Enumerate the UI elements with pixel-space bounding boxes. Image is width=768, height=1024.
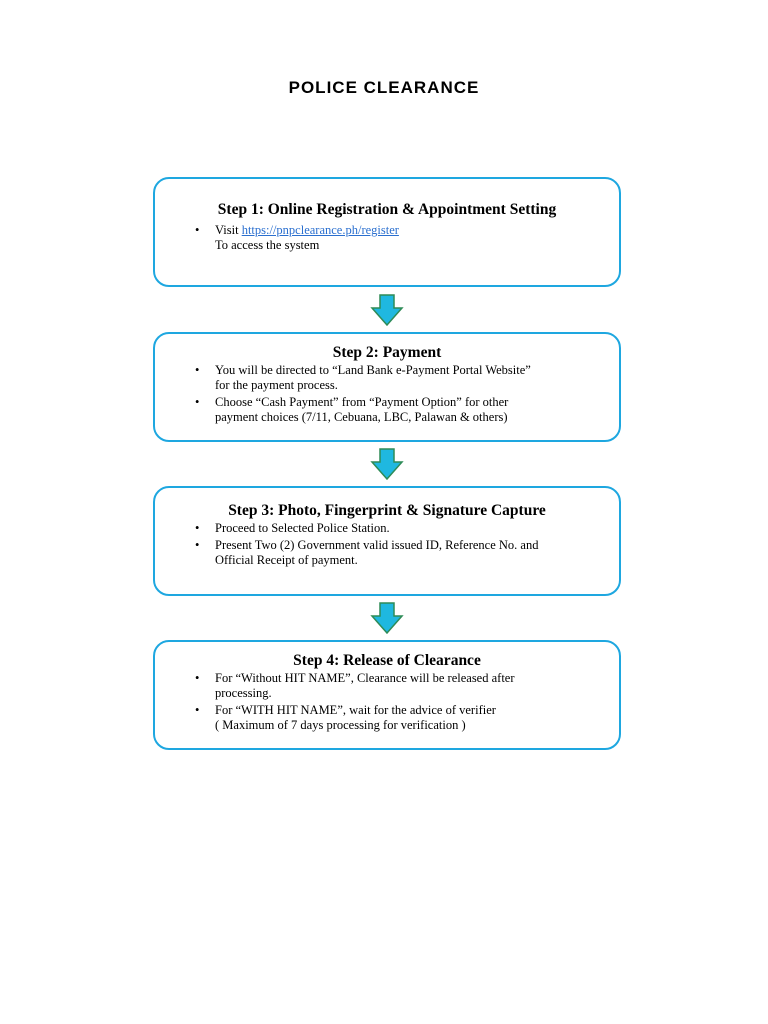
down-arrow-icon (370, 448, 404, 480)
bullet-icon: • (195, 703, 200, 717)
bullet-icon: • (195, 223, 200, 237)
list-item-text: You will be directed to “Land Bank e-Pay… (215, 363, 531, 377)
list-item-text: Official Receipt of payment. (215, 553, 358, 567)
list-item: • For “Without HIT NAME”, Clearance will… (155, 671, 515, 701)
step-1-list: • Visit https://pnpclearance.ph/register… (155, 223, 399, 255)
list-item-text: payment choices (7/11, Cebuana, LBC, Pal… (215, 410, 508, 424)
list-item: • You will be directed to “Land Bank e-P… (155, 363, 531, 393)
list-item: • Visit https://pnpclearance.ph/register… (155, 223, 399, 253)
step-3-title: Step 3: Photo, Fingerprint & Signature C… (228, 502, 546, 519)
down-arrow-icon (370, 602, 404, 634)
visit-prefix: Visit (215, 223, 242, 237)
list-item-text: For “Without HIT NAME”, Clearance will b… (215, 671, 515, 685)
bullet-icon: • (195, 363, 200, 377)
list-item: • Present Two (2) Government valid issue… (155, 538, 538, 568)
step-3-list: • Proceed to Selected Police Station. • … (155, 521, 538, 570)
step-3-box: Step 3: Photo, Fingerprint & Signature C… (153, 486, 621, 596)
step-2-box: Step 2: Payment • You will be directed t… (153, 332, 621, 442)
step-2-list: • You will be directed to “Land Bank e-P… (155, 363, 531, 427)
list-item-text: Present Two (2) Government valid issued … (215, 538, 539, 552)
registration-link[interactable]: https://pnpclearance.ph/register (241, 223, 399, 237)
bullet-icon: • (195, 671, 200, 685)
list-item: • Choose “Cash Payment” from “Payment Op… (155, 395, 531, 425)
bullet-icon: • (195, 395, 200, 409)
list-item-text: ( Maximum of 7 days processing for verif… (215, 718, 466, 732)
step-2-title: Step 2: Payment (332, 344, 442, 361)
step-4-list: • For “Without HIT NAME”, Clearance will… (155, 671, 515, 735)
bullet-icon: • (195, 538, 200, 552)
step-4-title: Step 4: Release of Clearance (293, 652, 481, 669)
list-item-text: Proceed to Selected Police Station. (215, 521, 390, 535)
list-item-text: To access the system (215, 238, 320, 252)
page-title: POLICE CLEARANCE (288, 78, 480, 97)
step-1-title: Step 1: Online Registration & Appointmen… (217, 201, 557, 218)
list-item-text: For “WITH HIT NAME”, wait for the advice… (215, 703, 496, 717)
list-item: • Proceed to Selected Police Station. (155, 521, 538, 536)
list-item-text: for the payment process. (215, 378, 338, 392)
bullet-icon: • (195, 521, 200, 535)
step-4-box: Step 4: Release of Clearance • For “With… (153, 640, 621, 750)
step-1-box: Step 1: Online Registration & Appointmen… (153, 177, 621, 287)
list-item-text: Choose “Cash Payment” from “Payment Opti… (215, 395, 509, 409)
list-item: • For “WITH HIT NAME”, wait for the advi… (155, 703, 515, 733)
down-arrow-icon (370, 294, 404, 326)
list-item-text: processing. (215, 686, 272, 700)
